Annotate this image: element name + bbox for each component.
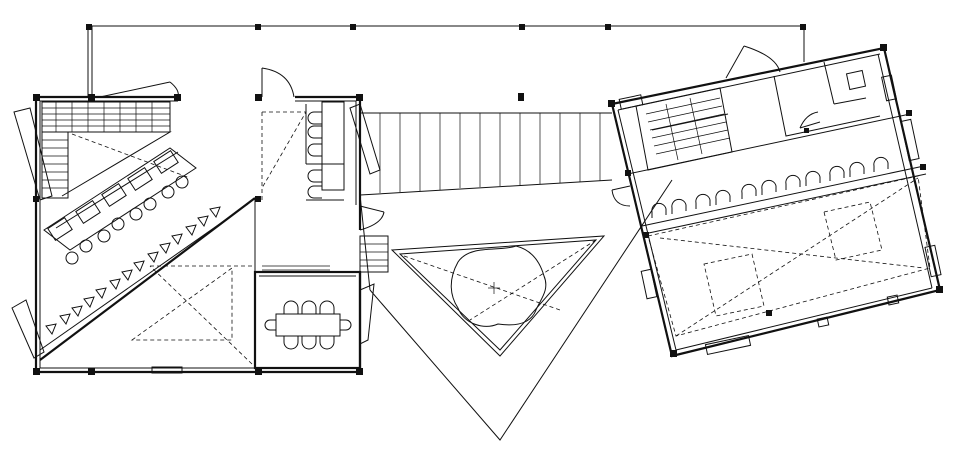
tree-canopy bbox=[450, 245, 547, 327]
courtyard bbox=[359, 179, 673, 441]
stair-right bbox=[635, 87, 733, 171]
bar-counter bbox=[43, 147, 197, 265]
right-building bbox=[608, 44, 943, 358]
meeting-room bbox=[253, 265, 362, 370]
left-building bbox=[11, 67, 389, 375]
top-canopy bbox=[86, 24, 806, 101]
stair-left bbox=[41, 101, 191, 199]
booth-seating bbox=[305, 101, 345, 201]
bridge-ramp bbox=[359, 112, 613, 196]
stepped-seating bbox=[39, 197, 256, 368]
seat-row bbox=[651, 156, 889, 218]
